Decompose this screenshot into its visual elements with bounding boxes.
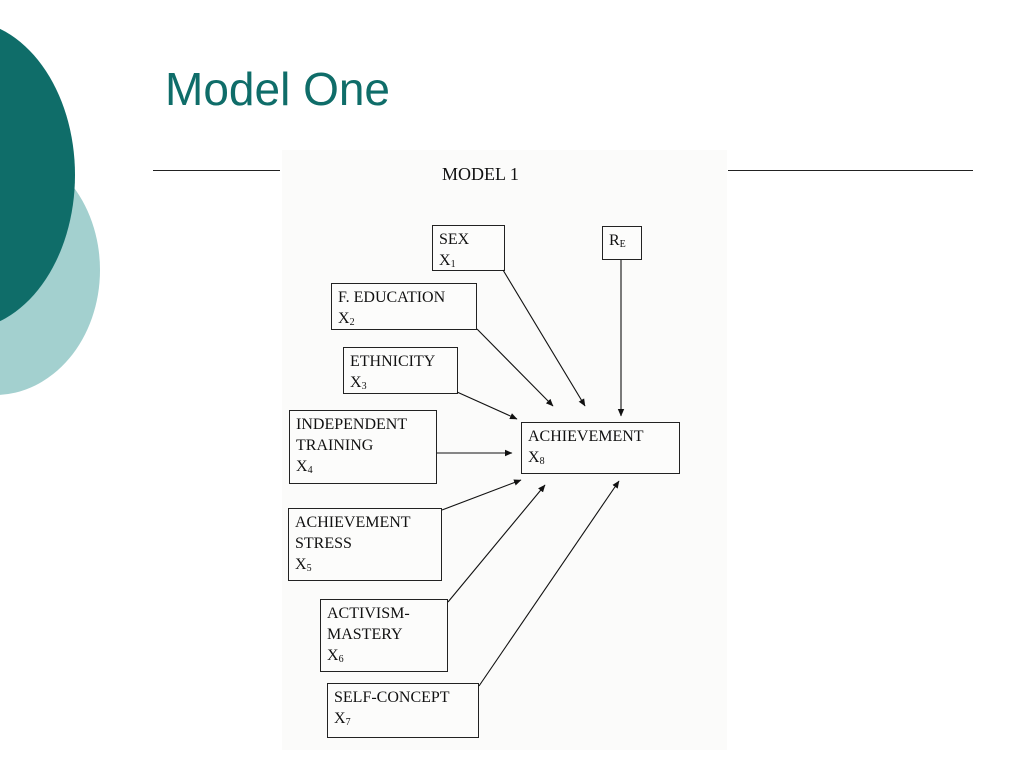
node-label: SEX [439, 231, 470, 248]
node-label: ETHNICITY [350, 353, 436, 370]
node-label: TRAINING [296, 437, 374, 454]
node-label: SELF-CONCEPT [334, 689, 450, 706]
node-sex: SEX X1 [432, 225, 505, 271]
node-independent-training: INDEPENDENT TRAINING X4 [289, 410, 437, 484]
node-variable: X4 [296, 458, 313, 476]
diagram-heading: MODEL 1 [442, 164, 519, 184]
node-variable: X5 [295, 556, 312, 574]
node-label: F. EDUCATION [338, 289, 446, 306]
node-variable: X7 [334, 710, 351, 728]
node-variable: X6 [327, 647, 344, 665]
node-self-concept: SELF-CONCEPT X7 [327, 683, 479, 738]
divider-right [728, 170, 973, 171]
node-residual-error: RE [602, 226, 642, 260]
node-f-education: F. EDUCATION X2 [331, 283, 477, 330]
node-label: ACTIVISM- [327, 605, 410, 622]
node-achievement: ACHIEVEMENT X8 [521, 422, 680, 474]
node-variable: X1 [439, 252, 456, 270]
node-ethnicity: ETHNICITY X3 [343, 347, 458, 394]
node-variable: RE [609, 232, 626, 250]
node-achievement-stress: ACHIEVEMENT STRESS X5 [288, 508, 442, 581]
node-label: MASTERY [327, 626, 403, 643]
node-label: STRESS [295, 535, 352, 552]
slide-title: Model One [165, 63, 391, 115]
node-label: ACHIEVEMENT [295, 514, 411, 531]
node-label: ACHIEVEMENT [528, 428, 644, 445]
divider-left [153, 170, 280, 171]
node-variable: X3 [350, 374, 367, 392]
node-label: INDEPENDENT [296, 416, 408, 433]
node-variable: X8 [528, 449, 545, 467]
node-activism-mastery: ACTIVISM- MASTERY X6 [320, 599, 448, 672]
node-variable: X2 [338, 310, 355, 328]
